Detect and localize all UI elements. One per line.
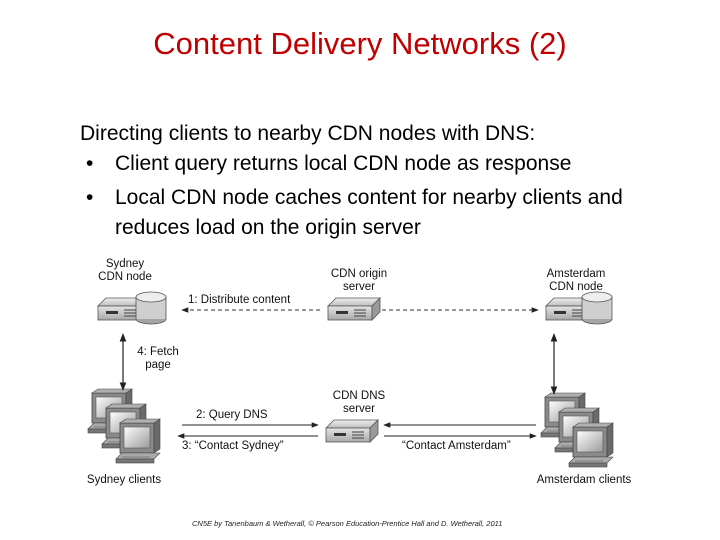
query-dns-label: 2: Query DNS bbox=[196, 409, 268, 421]
amsterdam-clients-icon bbox=[540, 392, 614, 468]
amsterdam-cdn-label-line: Amsterdam bbox=[546, 268, 606, 280]
contact-amsterdam-label: “Contact Amsterdam” bbox=[402, 440, 511, 452]
sydney-clients-label: Sydney clients bbox=[86, 474, 162, 486]
sydney-cdn-label-line: CDN node bbox=[98, 271, 152, 283]
bullet-text: Client query returns local CDN node as r… bbox=[115, 152, 572, 175]
cdn-origin-label: CDN origin server bbox=[318, 268, 400, 294]
cdn-origin-label-line: server bbox=[343, 281, 375, 293]
copyright-footer: CN5E by Tanenbaum & Wetherall, © Pearson… bbox=[192, 519, 503, 528]
cdn-origin-server-icon bbox=[327, 297, 381, 321]
cdn-origin-label-line: CDN origin bbox=[330, 268, 388, 280]
bullet-dot-icon: • bbox=[86, 186, 94, 209]
intro-text: Directing clients to nearby CDN nodes wi… bbox=[80, 122, 536, 145]
contact-sydney-label: 3: “Contact Sydney” bbox=[182, 440, 284, 452]
cdn-dns-label-line: CDN DNS bbox=[332, 390, 386, 402]
fetch-page-label-line: 4: Fetch bbox=[137, 346, 179, 358]
cdn-dns-label-line: server bbox=[343, 403, 375, 415]
sydney-clients-icon bbox=[87, 388, 161, 464]
amsterdam-cdn-label-line: CDN node bbox=[549, 281, 603, 293]
sydney-cdn-disk-icon bbox=[135, 291, 167, 325]
slide-title: Content Delivery Networks (2) bbox=[153, 26, 567, 61]
cdn-dns-server-icon bbox=[325, 419, 379, 443]
bullet-dot-icon: • bbox=[86, 152, 94, 175]
amsterdam-cdn-label: Amsterdam CDN node bbox=[535, 268, 617, 294]
sydney-cdn-label: Sydney CDN node bbox=[90, 258, 160, 284]
fetch-page-label: 4: Fetch page bbox=[128, 346, 188, 372]
amsterdam-clients-label: Amsterdam clients bbox=[536, 474, 632, 486]
amsterdam-cdn-disk-icon bbox=[581, 291, 613, 325]
cdn-dns-label: CDN DNS server bbox=[318, 390, 400, 416]
distribute-content-label: 1: Distribute content bbox=[188, 294, 291, 306]
sydney-cdn-label-line: Sydney bbox=[105, 258, 145, 270]
bullet-text: Local CDN node caches content for nearby… bbox=[115, 186, 623, 239]
fetch-page-label-line: page bbox=[145, 359, 171, 371]
